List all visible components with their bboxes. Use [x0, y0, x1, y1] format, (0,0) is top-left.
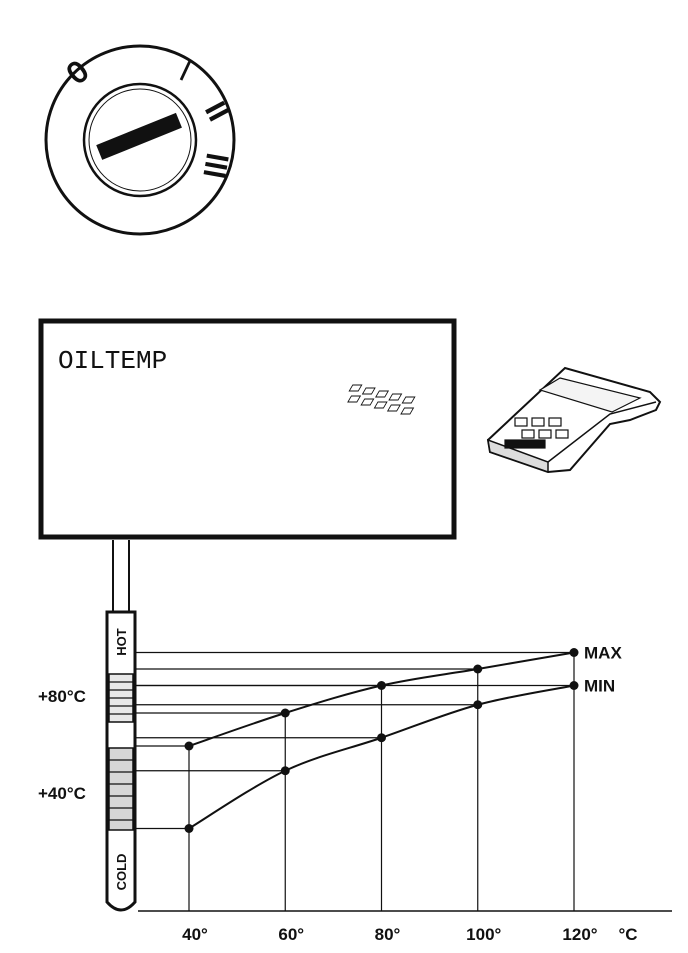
ignition-switch: 0 I II III [44, 44, 236, 236]
display-text: OILTEMP [58, 346, 167, 376]
series-label-min: MIN [584, 677, 615, 696]
chart-leader-lines [135, 651, 574, 830]
dipstick-cold-label: COLD [114, 854, 129, 891]
x-tick-label-100: 100° [466, 925, 501, 944]
x-unit-label: °C [618, 925, 637, 944]
point-min-120 [569, 681, 579, 690]
dipstick-lower-band [108, 747, 134, 831]
point-max-120 [569, 648, 579, 657]
dipstick-mark-40: +40°C [38, 784, 86, 803]
dipstick: HOT COLD +80°C +40°C [38, 540, 137, 912]
series-label-max: MAX [584, 644, 622, 663]
point-min-60 [280, 766, 290, 776]
display-panel: OILTEMP [38, 318, 457, 540]
dipstick-mark-80: +80°C [38, 687, 86, 706]
x-tick-label-60: 60° [278, 925, 304, 944]
switch-inner-ring-2 [88, 88, 192, 192]
point-min-40 [184, 824, 194, 833]
point-max-100 [473, 664, 483, 674]
display-frame [38, 318, 457, 540]
chart-tick-labels: 40° 60° 80° 100° 120° °C [182, 925, 637, 944]
x-tick-label-80: 80° [375, 925, 401, 944]
x-tick-label-120: 120° [562, 925, 597, 944]
point-min-80 [377, 733, 386, 743]
chart-series-labels: MAX MIN [584, 644, 622, 696]
key-slot [96, 112, 182, 160]
dipstick-hot-label: HOT [114, 628, 129, 656]
point-max-60 [280, 708, 290, 718]
x-tick-label-40: 40° [182, 925, 208, 944]
oil-temp-chart: MAX MIN 40° 60° 80° 100° 120° °C [135, 644, 672, 944]
point-max-80 [377, 681, 386, 690]
point-max-40 [184, 741, 194, 751]
handheld-tester-icon [347, 366, 662, 474]
chart-vertical-lines [188, 652, 575, 911]
point-min-100 [473, 700, 483, 710]
chart-points [184, 648, 579, 833]
